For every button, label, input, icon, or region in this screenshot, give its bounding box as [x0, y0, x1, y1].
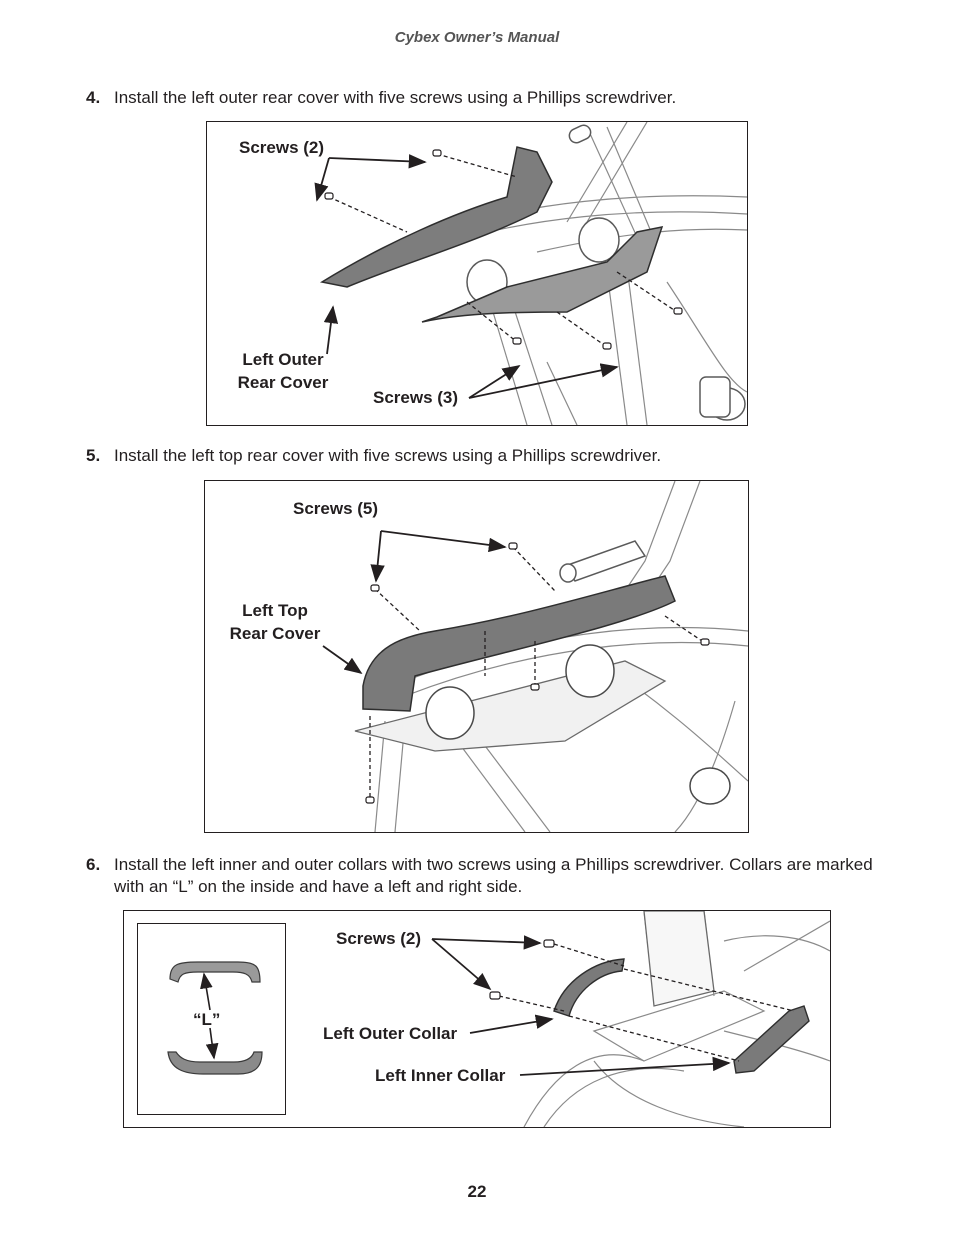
label-left-inner-collar: Left Inner Collar — [375, 1066, 506, 1085]
page-number: 22 — [467, 1182, 487, 1201]
figure-step-6: “L” Screws (2) Left Outer Collar Left In… — [123, 910, 831, 1128]
label-left-top-rear-cover: Left Top Rear Cover — [221, 599, 329, 645]
l-mark-label: “L” — [193, 1010, 221, 1029]
top-cover-illustration — [322, 481, 748, 832]
step-number: 6. — [86, 855, 101, 874]
figure-step-4: Screws (2) Left Outer Rear Cover Screws … — [206, 121, 748, 426]
rear-cover-illustration — [314, 122, 747, 425]
label-screws-bottom: Screws (3) — [373, 388, 459, 407]
step-text: Install the left top rear cover with fiv… — [114, 446, 662, 465]
label-screws-top: Screws (2) — [239, 138, 325, 157]
collars-illustration — [431, 911, 830, 1127]
label-line: Rear Cover — [229, 624, 321, 643]
figure-step-5: Screws (5) Left Top Rear Cover — [204, 480, 749, 833]
label-left-outer-rear-cover: Left Outer Rear Cover — [229, 348, 337, 394]
running-header: Cybex Owner’s Manual — [394, 29, 560, 46]
label-line: Rear Cover — [237, 373, 329, 392]
label-screws: Screws (5) — [293, 499, 379, 518]
label-left-outer-collar: Left Outer Collar — [323, 1024, 458, 1043]
label-screws: Screws (2) — [336, 929, 422, 948]
step-number: 4. — [86, 88, 101, 107]
l-marking-inset: “L” — [137, 923, 286, 1115]
collar-l-marking-illustration — [167, 961, 263, 1075]
label-line: Left Outer — [242, 350, 324, 369]
label-line: Left Top — [242, 601, 308, 620]
step-number: 5. — [86, 446, 101, 465]
step-text: Install the left inner and outer collars… — [114, 855, 873, 896]
step-text: Install the left outer rear cover with f… — [114, 88, 677, 107]
